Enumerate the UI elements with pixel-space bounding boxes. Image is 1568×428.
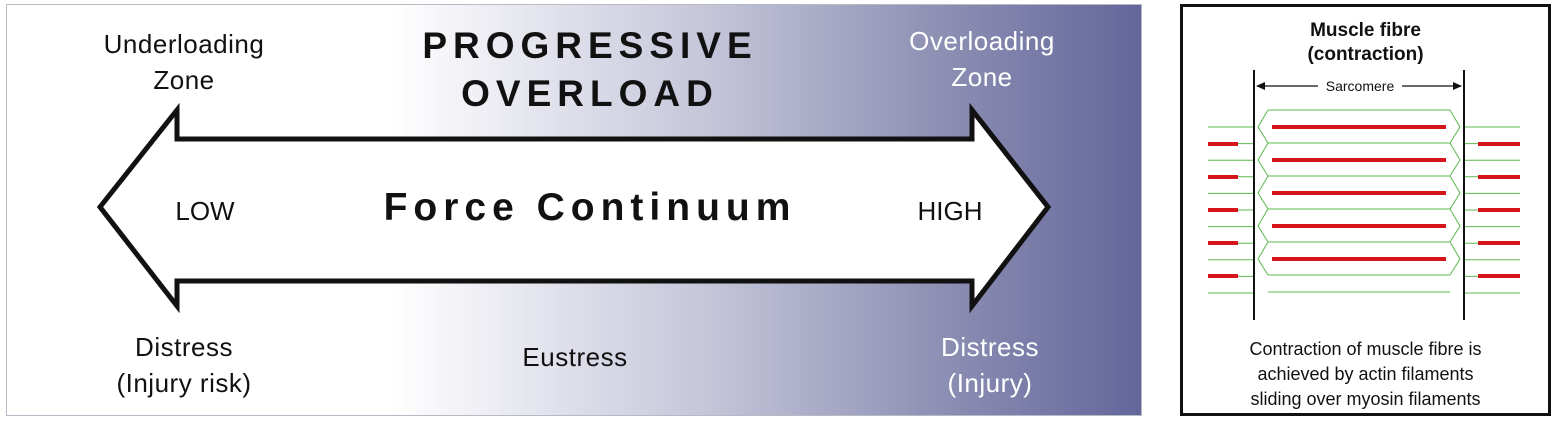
muscle-fibre-title: Muscle fibre (contraction) bbox=[1307, 20, 1424, 65]
actin-filament bbox=[1257, 175, 1269, 210]
sarcomere-label: Sarcomere bbox=[1318, 78, 1402, 94]
low-label: LOW bbox=[175, 196, 235, 226]
underloading-zone-label: Underloading Zone bbox=[103, 29, 265, 95]
distress-injury-risk-label: Distress (Injury risk) bbox=[116, 332, 252, 398]
myosin-filaments bbox=[1208, 125, 1520, 278]
actin-filament bbox=[1449, 142, 1461, 177]
actin-filament bbox=[1257, 208, 1269, 243]
actin-filaments bbox=[1208, 109, 1520, 294]
overloading-zone-label: Overloading Zone bbox=[909, 26, 1055, 92]
force-continuum-label: Force Continuum bbox=[383, 186, 797, 229]
actin-filament bbox=[1257, 142, 1269, 177]
actin-filament bbox=[1449, 109, 1461, 144]
eustress-label: Eustress bbox=[522, 342, 628, 372]
distress-injury-label: Distress (Injury) bbox=[941, 332, 1039, 398]
contraction-caption: Contraction of muscle fibre is achieved … bbox=[1249, 339, 1482, 409]
title-line-1: PROGRESSIVE bbox=[422, 25, 758, 66]
actin-filament bbox=[1449, 208, 1461, 243]
title-line-2: OVERLOAD bbox=[461, 73, 719, 114]
actin-filament bbox=[1449, 241, 1461, 276]
actin-filament bbox=[1449, 175, 1461, 210]
actin-filament bbox=[1257, 109, 1269, 144]
diagram-title: PROGRESSIVE OVERLOAD bbox=[310, 22, 870, 118]
double-arrow-shape bbox=[96, 102, 1052, 314]
actin-filament bbox=[1257, 241, 1269, 276]
high-label: HIGH bbox=[917, 196, 983, 226]
